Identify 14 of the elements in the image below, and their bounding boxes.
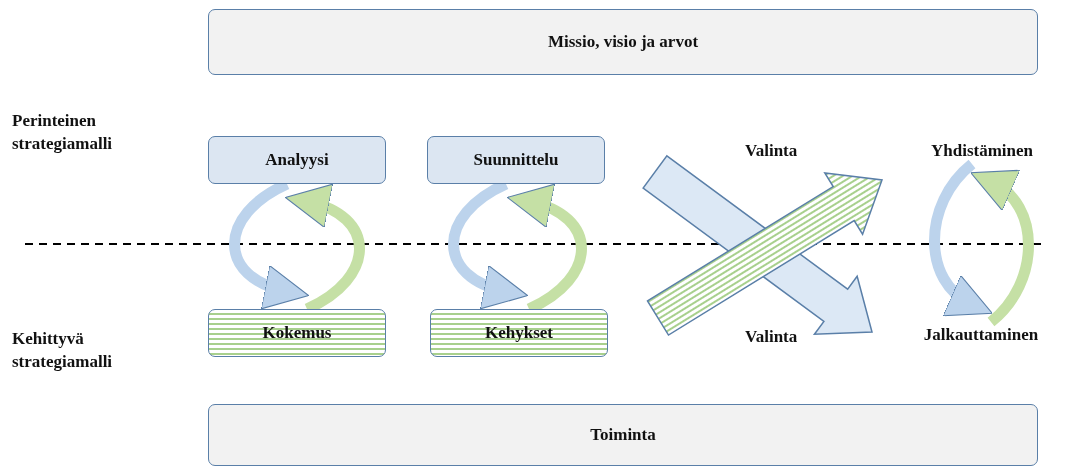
process-box: Analyysi [208, 136, 386, 184]
process-box: Suunnittelu [427, 136, 605, 184]
cycle-arrow [929, 159, 992, 316]
process-box: Toiminta [208, 404, 1038, 466]
model-label: Perinteinen strategiamalli [12, 110, 114, 155]
cycle-arrow [971, 170, 1034, 327]
stage-label: Jalkauttaminen [897, 322, 1065, 348]
process-box: Kokemus [208, 309, 386, 357]
stage-label: Yhdistäminen [902, 138, 1062, 164]
process-box: Kehykset [430, 309, 608, 357]
choice-label: Valinta [745, 326, 798, 348]
choice-label: Valinta [745, 140, 798, 162]
process-box: Missio, visio ja arvot [208, 9, 1038, 75]
model-label: Kehittyvä strategiamalli [12, 328, 114, 373]
